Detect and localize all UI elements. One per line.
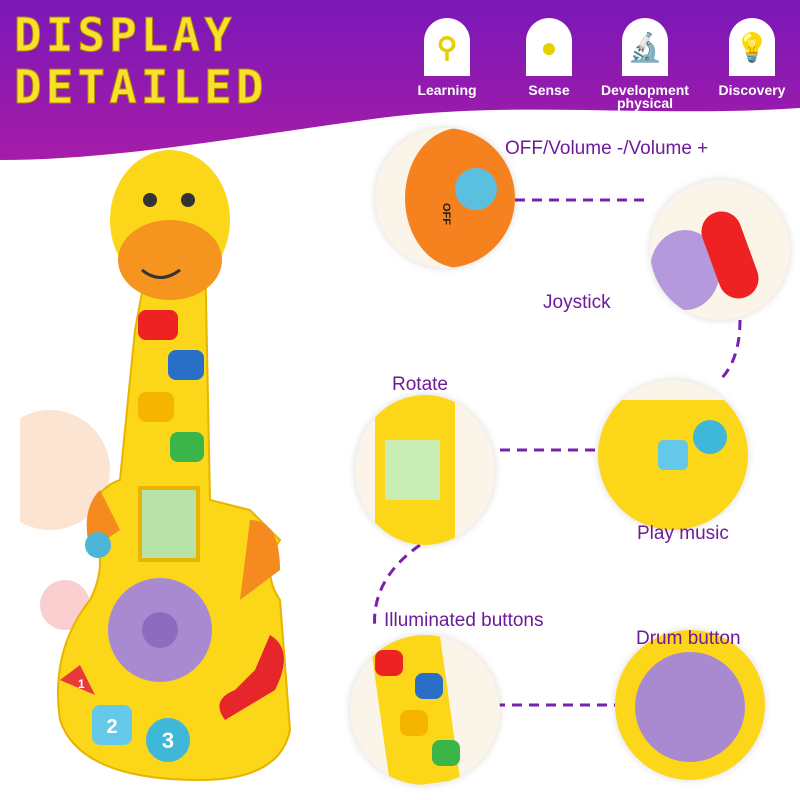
- label-volume: OFF/Volume -/Volume +: [505, 138, 709, 159]
- giraffe-guitar-toy: 2 3 1: [20, 150, 292, 782]
- feature-discovery: 💡 Discovery: [707, 18, 797, 97]
- feature-label: Sense: [528, 82, 570, 98]
- title-line-1: DISPLAY: [14, 8, 236, 63]
- rotate-detail-image: [355, 395, 495, 545]
- feature-label: Discovery: [718, 82, 786, 98]
- lightbulb-icon: 💡: [729, 18, 775, 76]
- sense-icon: ●: [526, 18, 572, 76]
- off-label: OFF: [440, 203, 452, 225]
- microscope-icon: 🔬: [622, 18, 668, 76]
- button-2-label: 2: [106, 716, 117, 738]
- label-illuminated-buttons: Illuminated buttons: [384, 610, 544, 631]
- title-line-2: DETAILED: [14, 60, 268, 115]
- button-1-label: 1: [78, 677, 85, 691]
- button-3-label: 3: [162, 728, 174, 753]
- feature-label: Development physical: [601, 82, 689, 111]
- drum-button-detail-image: [615, 630, 765, 780]
- label-play-music: Play music: [637, 523, 729, 544]
- label-drum-button: Drum button: [636, 628, 741, 649]
- play-music-detail-image: [598, 380, 748, 530]
- volume-detail-image: OFF: [375, 128, 515, 268]
- joystick-detail-image: [650, 180, 790, 320]
- feature-sense: ● Sense: [504, 18, 594, 97]
- header-banner: [0, 0, 800, 160]
- maze-icon: ⚲: [424, 18, 470, 76]
- label-rotate: Rotate: [392, 374, 448, 395]
- label-joystick: Joystick: [543, 292, 611, 313]
- illuminated-buttons-detail-image: [350, 635, 500, 785]
- feature-label: Learning: [417, 82, 477, 98]
- feature-learning: ⚲ Learning: [402, 18, 492, 97]
- feature-development: 🔬 Development physical: [600, 18, 690, 110]
